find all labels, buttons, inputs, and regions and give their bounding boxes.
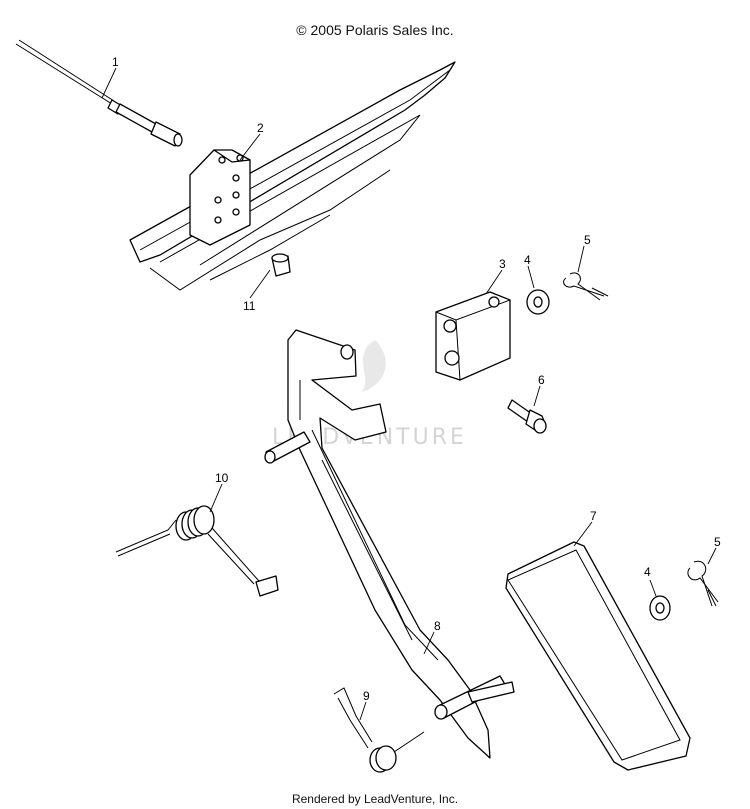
cotter-pin-icon	[563, 272, 609, 301]
washer-icon	[526, 289, 550, 315]
leader-4b	[649, 579, 657, 597]
callout-5b: 5	[714, 535, 721, 549]
leader-5b	[707, 547, 717, 565]
leader-7	[573, 521, 593, 547]
pivot-block-icon	[435, 291, 511, 381]
callout-9: 9	[363, 689, 370, 703]
callout-1: 1	[112, 55, 119, 69]
leader-5a	[577, 245, 585, 273]
callout-6: 6	[538, 373, 545, 387]
rendered-by-footer: Rendered by LeadVenture, Inc.	[291, 792, 459, 806]
bolt-icon	[507, 399, 547, 434]
leader-10	[209, 483, 223, 513]
leader-9	[359, 701, 367, 721]
leader-8	[423, 631, 435, 655]
cotter-pin-icon	[687, 560, 719, 607]
callout-8: 8	[434, 619, 441, 633]
callout-4b: 4	[644, 565, 651, 579]
callout-4a: 4	[524, 253, 531, 267]
leader-2	[239, 133, 261, 161]
pedal-arm-icon	[264, 329, 515, 759]
callout-5a: 5	[584, 233, 591, 247]
callout-3: 3	[499, 257, 506, 271]
leader-4a	[527, 265, 535, 289]
return-spring-icon	[333, 687, 425, 773]
pedal-pad-icon	[505, 541, 691, 771]
callout-7: 7	[590, 509, 597, 523]
leader-11	[249, 269, 271, 299]
leader-1	[101, 67, 117, 99]
frame-bracket-icon	[129, 61, 456, 291]
leader-6	[533, 385, 541, 407]
torsion-spring-icon	[115, 505, 279, 597]
copyright-header: © 2005 Polaris Sales Inc.	[296, 22, 454, 38]
callout-11: 11	[243, 299, 256, 313]
throttle-cable-icon	[15, 39, 183, 147]
callout-10: 10	[215, 471, 229, 485]
bushing-icon	[271, 253, 291, 277]
leader-3	[485, 269, 503, 295]
callout-2: 2	[257, 121, 264, 135]
washer-icon	[649, 595, 671, 621]
